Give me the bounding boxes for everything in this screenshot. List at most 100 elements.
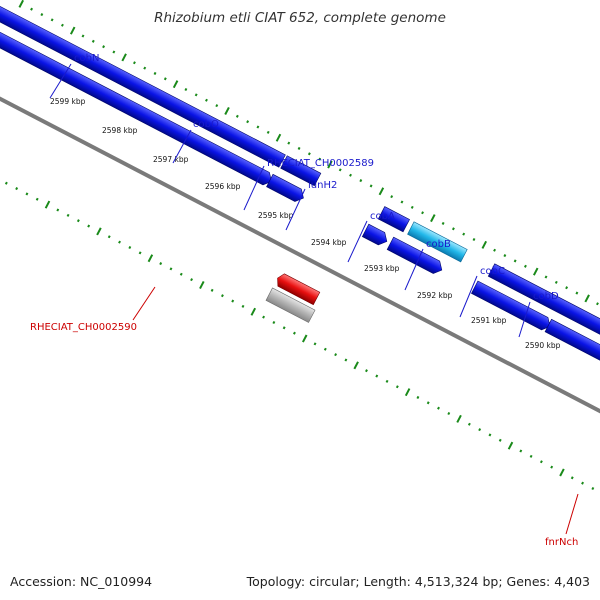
gene-arrow-lane2-b[interactable] [266, 173, 307, 204]
map-title: Rhizobium etli CIAT 652, complete genome [154, 10, 446, 26]
gene-label-RHECIAT-CH0002590[interactable]: RHECIAT_CH0002590 [30, 322, 137, 333]
gene-arrow-lane2-c[interactable] [361, 223, 390, 248]
minor-tick [581, 481, 584, 485]
minor-tick [231, 299, 235, 303]
minor-tick [50, 18, 54, 22]
major-tick [507, 441, 514, 450]
minor-tick [323, 347, 327, 351]
gene-label-cobD[interactable]: cobD [533, 291, 559, 302]
minor-tick [272, 320, 276, 325]
minor-tick [60, 23, 64, 27]
minor-tick [369, 184, 373, 188]
kbp-label: 2599 kbp [50, 97, 86, 106]
minor-tick [488, 433, 492, 437]
minor-tick [334, 353, 338, 357]
gene-label-iunH2[interactable]: iunH2 [308, 180, 337, 191]
minor-tick [184, 88, 188, 92]
major-tick [172, 80, 179, 89]
major-tick [18, 0, 24, 8]
topology-summary: Topology: circular; Length: 4,513,324 bp… [246, 574, 590, 589]
minor-tick [241, 304, 245, 308]
kbp-label: 2594 kbp [311, 238, 347, 247]
forward-tick-row [18, 0, 599, 306]
major-tick [430, 214, 436, 223]
gene-label-cobC[interactable]: cobC [480, 266, 505, 277]
gene-arrow-lane2-f[interactable] [544, 318, 600, 363]
minor-tick [138, 251, 142, 255]
gene-cobA[interactable] [487, 263, 600, 336]
minor-tick [416, 395, 420, 399]
gene-arrow-lane2-d[interactable] [386, 236, 445, 276]
minor-tick [256, 125, 260, 129]
gene-RHECIAT-CH0002590-red[interactable] [274, 272, 321, 306]
gene-RHECIAT-CH0002589[interactable] [377, 206, 410, 233]
minor-tick [215, 104, 219, 108]
minor-tick [359, 179, 363, 183]
gene-label-fnrNch[interactable]: fnrNch [545, 537, 578, 548]
minor-tick [102, 45, 106, 49]
leader-lines [49, 63, 579, 535]
minor-tick [153, 71, 157, 75]
minor-tick [293, 331, 296, 335]
minor-tick [66, 213, 70, 217]
minor-tick [596, 302, 599, 306]
accession-text: Accession: NC_010994 [10, 574, 153, 589]
gene-arrow-lane2-a[interactable] [0, 0, 275, 188]
kbp-label: 2592 kbp [417, 291, 453, 300]
major-tick [532, 267, 539, 276]
kbp-label: 2598 kbp [102, 126, 138, 135]
minor-tick [467, 422, 471, 426]
minor-tick [591, 486, 595, 491]
minor-tick [25, 192, 29, 196]
gene-label-cobB[interactable]: cobB [426, 239, 451, 250]
minor-tick [318, 157, 322, 161]
kbp-label: 2591 kbp [471, 316, 507, 325]
minor-tick [441, 221, 445, 225]
minor-tick [190, 278, 193, 282]
gene-RHECIAT-CH0002590-gray[interactable] [265, 287, 316, 323]
gene-cobN[interactable] [0, 0, 286, 168]
minor-tick [375, 374, 379, 378]
gene-label-cobO[interactable]: cobO [193, 119, 219, 130]
minor-tick [30, 7, 33, 11]
minor-tick [503, 254, 507, 258]
gene-arrow-lane2-e[interactable] [471, 280, 553, 333]
minor-tick [4, 181, 8, 185]
major-tick [96, 227, 102, 236]
kbp-label: 2597 kbp [153, 155, 189, 164]
minor-tick [307, 152, 311, 156]
major-tick [559, 468, 565, 477]
major-tick [353, 361, 359, 370]
minor-tick [91, 39, 95, 43]
major-tick [69, 26, 76, 35]
minor-tick [349, 173, 352, 177]
minor-tick [81, 34, 85, 38]
minor-tick [35, 197, 39, 201]
minor-tick [519, 449, 523, 453]
minor-tick [262, 315, 266, 319]
minor-tick [112, 50, 116, 54]
minor-tick [437, 406, 440, 410]
major-tick [327, 160, 333, 169]
minor-tick [493, 248, 497, 252]
gene-label-RHECIAT-CH0002589[interactable]: RHECIAT_CH0002589 [267, 158, 374, 169]
minor-tick [128, 245, 132, 250]
kbp-labels: 2599 kbp 2598 kbp 2597 kbp 2596 kbp 2595… [50, 97, 561, 350]
genome-backbone [0, 31, 600, 498]
minor-tick [523, 264, 527, 268]
major-tick [121, 53, 127, 62]
minor-tick [76, 219, 80, 223]
gene-label-cobN[interactable]: cobN [74, 53, 99, 64]
minor-tick [159, 262, 163, 266]
gene-cobO[interactable] [280, 155, 322, 187]
major-tick [404, 388, 411, 397]
major-tick [275, 133, 282, 142]
minor-tick [143, 66, 147, 70]
minor-tick [390, 195, 394, 199]
kbp-label: 2593 kbp [364, 264, 400, 273]
gene-iunH2[interactable] [407, 221, 468, 263]
gene-label-cobA[interactable]: cobA [370, 211, 395, 222]
minor-tick [385, 379, 389, 383]
major-tick [481, 240, 488, 249]
